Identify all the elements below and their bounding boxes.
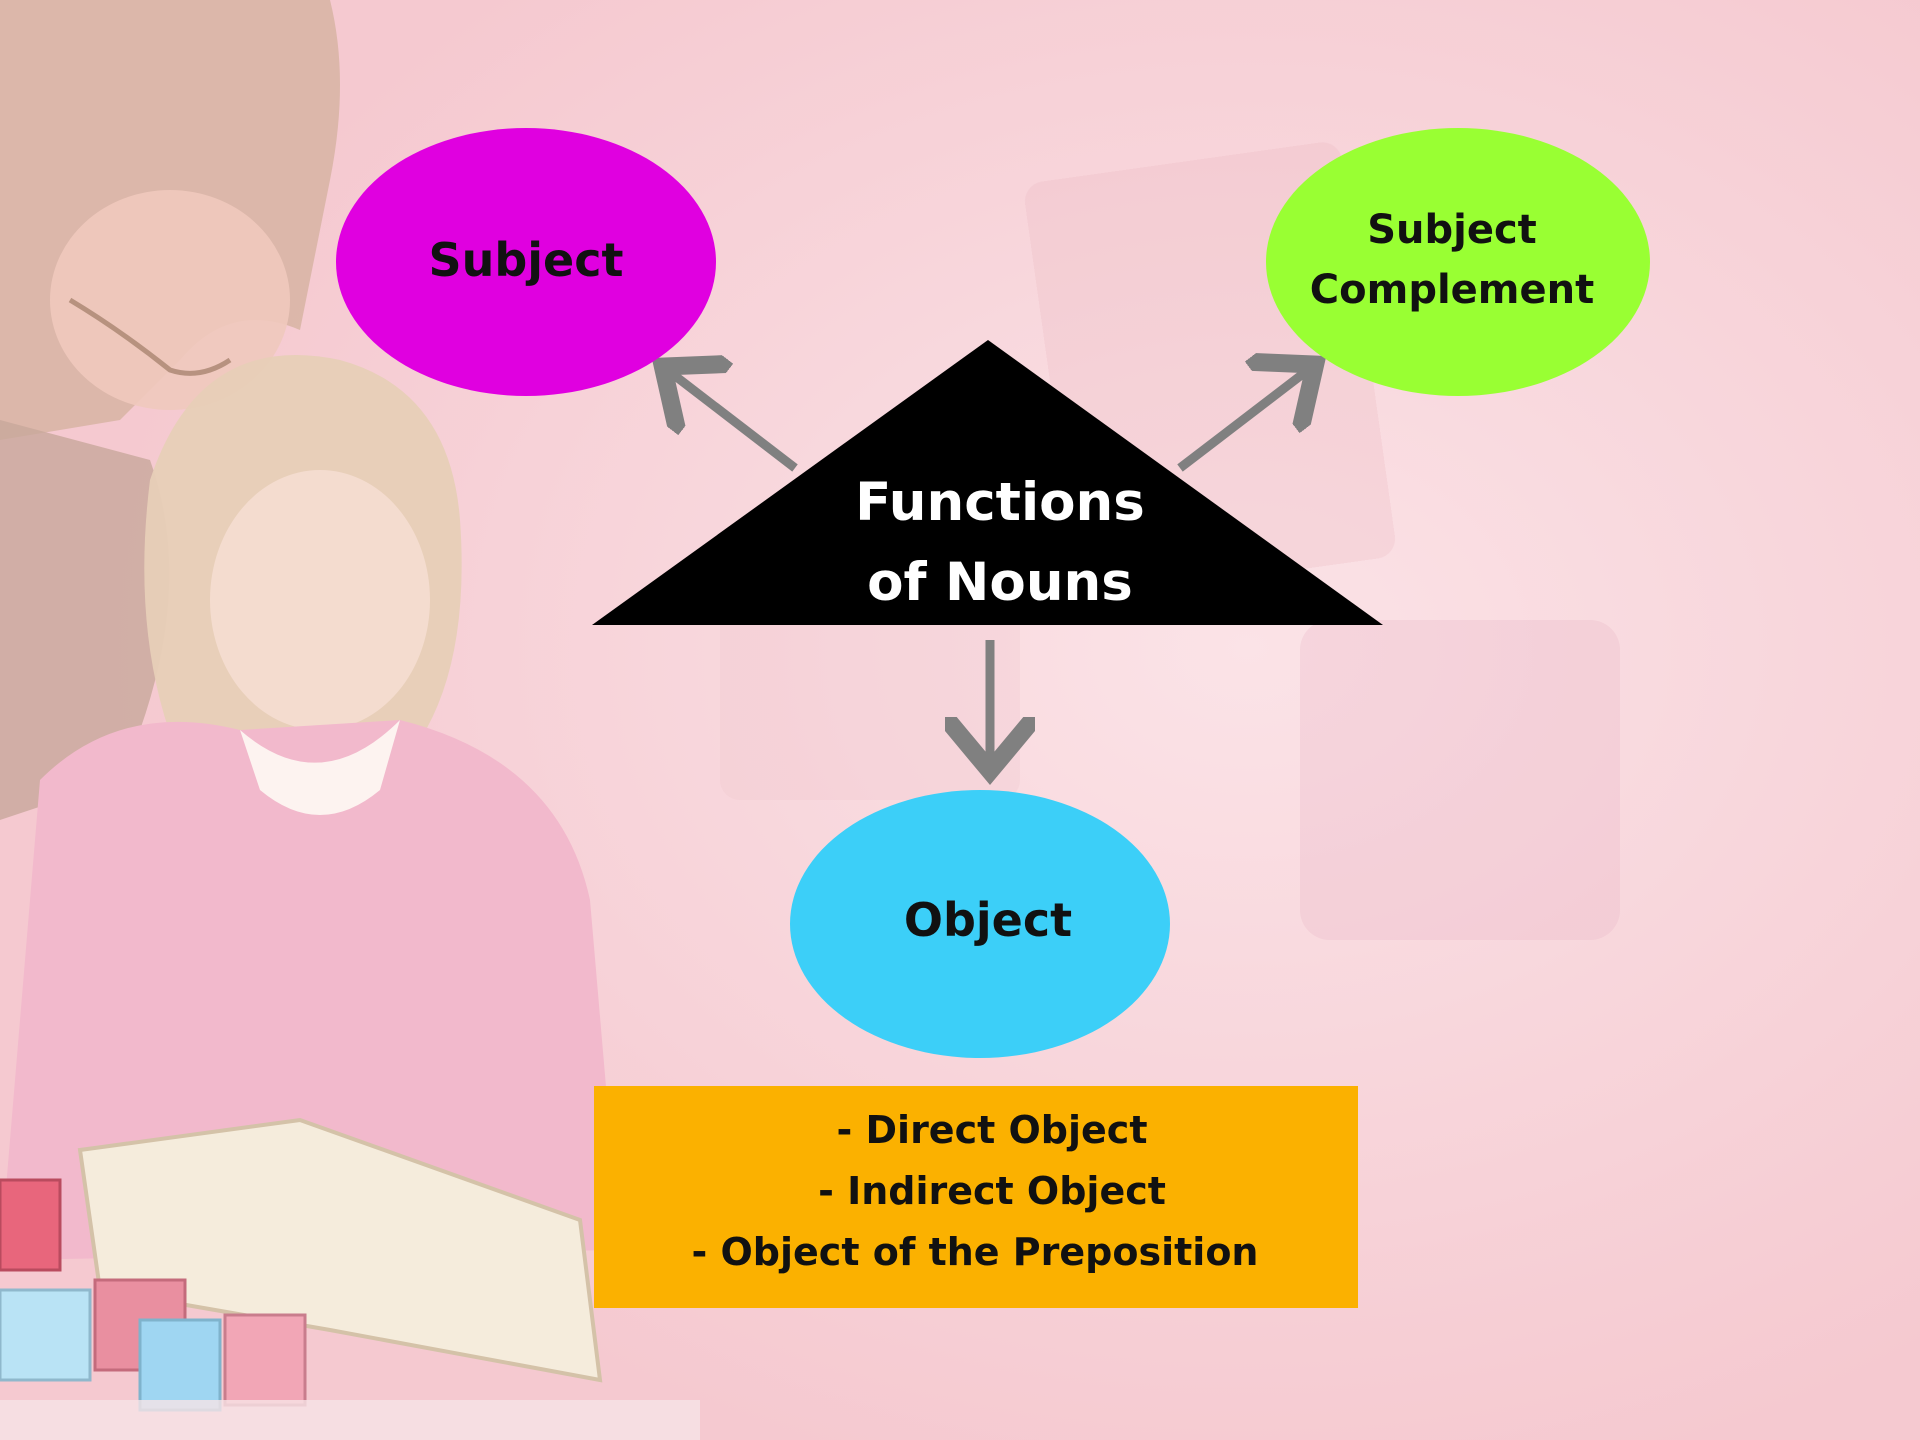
arrow-to-subject-complement: [1177, 370, 1308, 472]
node-object: Object: [790, 790, 1170, 1058]
object-type-direct: - Direct Object: [837, 1108, 1148, 1152]
girl-collar: [240, 720, 400, 815]
object-type-indirect: - Indirect Object: [818, 1169, 1166, 1213]
girl-face: [210, 470, 430, 730]
node-subject-label: Subject: [428, 233, 623, 287]
woman-glasses: [68, 297, 232, 376]
reading-illustration: [0, 0, 700, 1440]
node-subject-ellipse: [336, 128, 716, 396]
girl-sweater: [0, 720, 620, 1260]
diagram-arrows: [670, 370, 1308, 762]
object-type-preposition: - Object of the Preposition: [692, 1230, 1259, 1274]
node-subject-complement-ellipse: [1266, 128, 1650, 396]
center-label-line1: Functions: [855, 472, 1145, 533]
node-subject-complement-line1: Subject: [1367, 207, 1537, 253]
arrow-to-subject: [670, 372, 798, 472]
center-triangle-shape: [592, 340, 1383, 625]
woman-face: [50, 190, 290, 410]
node-object-ellipse: [790, 790, 1170, 1058]
node-subject-complement-line2: Complement: [1310, 267, 1594, 313]
woman-body: [0, 420, 170, 820]
node-object-label: Object: [904, 893, 1072, 947]
center-triangle: Functions of Nouns: [592, 340, 1383, 625]
node-subject: Subject: [336, 128, 716, 396]
object-types-box: - Direct Object - Indirect Object - Obje…: [594, 1086, 1358, 1308]
center-label-line2: of Nouns: [867, 552, 1133, 613]
object-types-box-rect: [594, 1086, 1358, 1308]
node-subject-complement: Subject Complement: [1266, 128, 1650, 396]
